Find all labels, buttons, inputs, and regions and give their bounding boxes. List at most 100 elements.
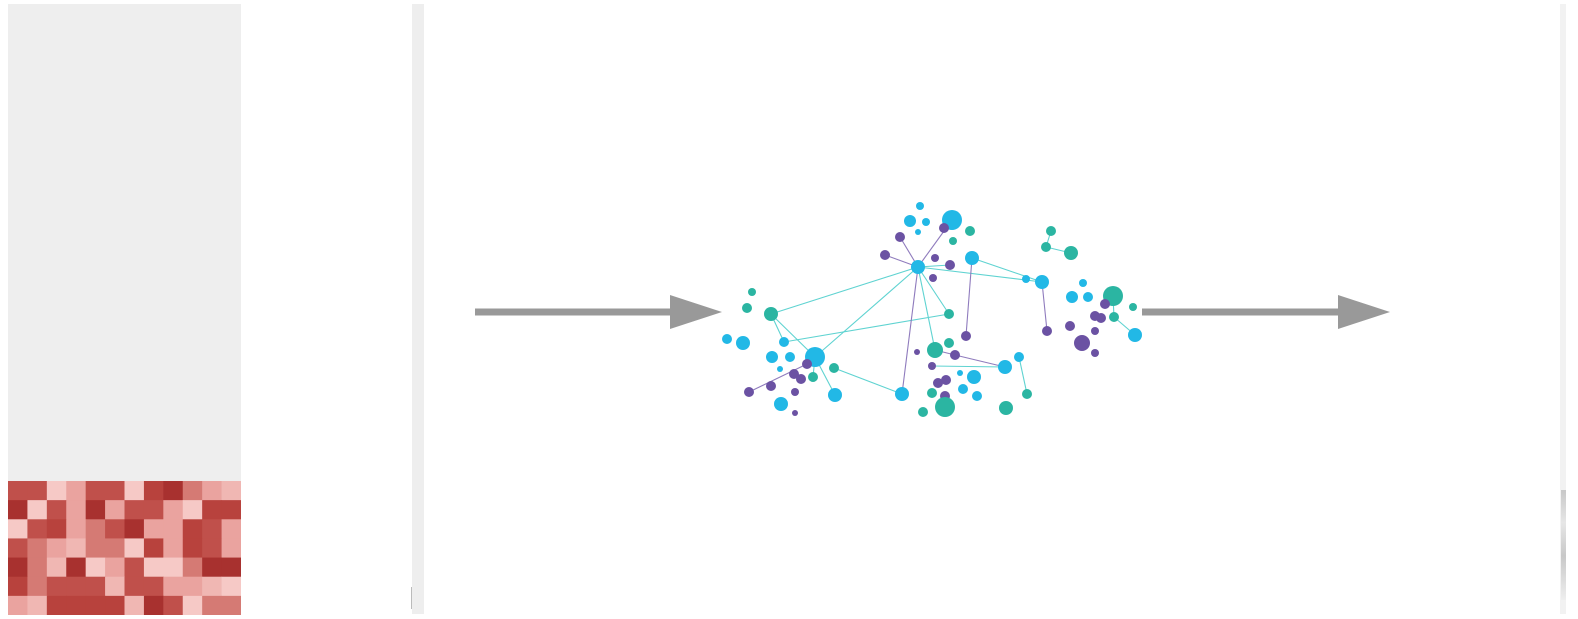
heatmap-cell	[182, 500, 203, 520]
heatmap-cell	[46, 519, 67, 539]
network-node	[939, 223, 949, 233]
heatmap-cell	[66, 595, 87, 615]
network-node	[927, 342, 943, 358]
network-node	[791, 388, 799, 396]
network-node	[916, 202, 924, 210]
network-node	[1100, 299, 1110, 309]
network-node	[785, 352, 795, 362]
network-node	[931, 254, 939, 262]
network-edge	[971, 257, 1043, 283]
heatmap-cell	[143, 500, 164, 520]
heatmap-cell	[27, 500, 48, 520]
heatmap-cell	[105, 557, 125, 578]
heatmap-cell	[124, 557, 145, 578]
network-node	[999, 401, 1013, 415]
heatmap-cell	[124, 595, 145, 615]
network-node	[766, 381, 776, 391]
network-edge	[917, 266, 1043, 283]
heatmap-cell	[46, 576, 67, 597]
heatmap-cell	[143, 538, 164, 559]
heatmap-cell	[46, 595, 67, 615]
heatmap-cell	[66, 500, 87, 520]
network-node	[764, 307, 778, 321]
heatmap-cell	[143, 557, 164, 578]
network-node	[998, 360, 1012, 374]
network-node	[779, 337, 789, 347]
heatmap-cell	[66, 519, 87, 539]
heatmap-cell	[124, 481, 145, 501]
network-edge	[770, 313, 816, 358]
network-node	[736, 336, 750, 350]
heatmap-cell	[202, 500, 223, 520]
heatmap-cell	[124, 500, 145, 520]
network-node	[1042, 326, 1052, 336]
heatmap-cell	[8, 519, 28, 539]
network-node	[744, 387, 754, 397]
network-node	[1022, 275, 1030, 283]
network-node	[1066, 291, 1078, 303]
network-edge	[1041, 281, 1048, 332]
network-node	[766, 351, 778, 363]
heatmap-cell	[143, 519, 164, 539]
divider-tick	[411, 587, 412, 609]
heatmap-cell	[66, 576, 87, 597]
network-edge	[931, 365, 1006, 368]
network-node	[961, 331, 971, 341]
network-node	[1109, 312, 1119, 322]
heatmap-matrix	[8, 481, 241, 615]
network-node	[929, 274, 937, 282]
network-node	[895, 387, 909, 401]
input-panel	[8, 4, 241, 615]
output-panel-edge	[1560, 4, 1566, 614]
heatmap-cell	[85, 576, 106, 597]
network-node	[928, 362, 936, 370]
network-edge	[814, 266, 919, 358]
heatmap-cell	[27, 595, 48, 615]
network-edge	[770, 266, 919, 315]
heatmap-cell	[163, 519, 184, 539]
input-arrow-icon	[475, 295, 722, 329]
heatmap-cell	[27, 538, 48, 559]
network-node	[829, 363, 839, 373]
heatmap-cell	[46, 557, 67, 578]
heatmap-cell	[221, 519, 241, 539]
network-edge	[965, 257, 973, 337]
heatmap-cell	[143, 595, 164, 615]
network-node	[950, 350, 960, 360]
heatmap-cell	[221, 481, 241, 501]
network-node	[915, 229, 921, 235]
heatmap-cell	[27, 576, 48, 597]
heatmap-cell	[85, 519, 106, 539]
heatmap-cell	[66, 557, 87, 578]
network-node	[911, 260, 925, 274]
heatmap-cell	[66, 481, 87, 501]
heatmap-cell	[143, 481, 164, 501]
heatmap-cell	[182, 481, 203, 501]
network-node	[965, 226, 975, 236]
heatmap-cell	[221, 538, 241, 559]
heatmap-cell	[182, 595, 203, 615]
heatmap-cell	[182, 538, 203, 559]
heatmap-cell	[143, 576, 164, 597]
network-node	[918, 407, 928, 417]
network-node	[944, 309, 954, 319]
network-node	[808, 372, 818, 382]
heatmap-cell	[124, 576, 145, 597]
network-node	[722, 334, 732, 344]
network-node	[1065, 321, 1075, 331]
network-node	[792, 410, 798, 416]
network-nodes	[722, 202, 1142, 417]
heatmap-cell	[182, 557, 203, 578]
network-node	[927, 388, 937, 398]
network-node	[904, 215, 916, 227]
network-edge	[1018, 356, 1028, 395]
network-node	[958, 384, 968, 394]
network-node	[774, 397, 788, 411]
network-node	[933, 378, 943, 388]
network-node	[945, 260, 955, 270]
network-node	[1079, 279, 1087, 287]
network-node	[880, 250, 890, 260]
network-node	[967, 370, 981, 384]
network-node	[944, 338, 954, 348]
heatmap-cell	[163, 576, 184, 597]
